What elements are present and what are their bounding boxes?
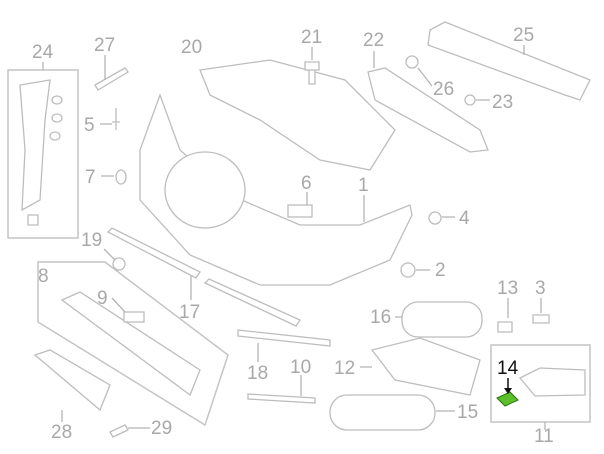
part-25-reinforcement [427, 21, 591, 101]
part-24-bracket [19, 79, 51, 212]
part-14-nut-highlighted[interactable] [496, 391, 519, 407]
label-21: 21 [301, 27, 322, 48]
part-20-undershield [199, 59, 396, 171]
part-11-lamp [518, 367, 586, 397]
part-21-bolt [304, 61, 320, 85]
label-26: 26 [433, 79, 454, 100]
label-5: 5 [84, 115, 95, 136]
part-10-strip [247, 393, 316, 404]
part-16-cover [401, 301, 483, 338]
label-27: 27 [94, 35, 115, 56]
label-10: 10 [290, 357, 311, 378]
part-5-clip [112, 108, 120, 130]
label-13: 13 [497, 278, 518, 299]
part-18-strip [237, 329, 331, 347]
part-19-clip [112, 257, 126, 271]
label-11: 11 [534, 426, 554, 447]
part-9-clip [123, 311, 145, 323]
label-29: 29 [151, 418, 172, 439]
part-13-bolt [497, 321, 513, 333]
part-29-screw [109, 424, 129, 438]
label-7: 7 [85, 167, 96, 188]
group-box-8 [37, 261, 229, 427]
part-8-grille [60, 291, 201, 397]
part-23-screw [464, 94, 476, 106]
part-2-clip [400, 262, 416, 278]
part-27-pin [94, 67, 129, 91]
group-box-11 [490, 344, 591, 423]
label-23: 23 [492, 92, 513, 113]
part-7-plug [115, 169, 127, 185]
label-19: 19 [81, 230, 102, 251]
part-17-strip-upper [106, 227, 201, 279]
part-4-screw [428, 211, 442, 225]
grille-opening [164, 151, 246, 229]
label-25: 25 [513, 25, 534, 46]
label-22: 22 [363, 30, 384, 51]
part-26-screw [405, 55, 419, 69]
part-17-strip-lower [203, 278, 301, 327]
label-24: 24 [32, 42, 54, 63]
label-2: 2 [435, 260, 446, 281]
label-15: 15 [457, 402, 478, 423]
part-6-cap [287, 204, 313, 218]
part-3-clip [532, 314, 550, 324]
part-22-bracket [367, 67, 489, 153]
label-1: 1 [358, 175, 369, 196]
label-9: 9 [97, 288, 108, 309]
label-4: 4 [459, 208, 470, 229]
label-6: 6 [301, 173, 312, 194]
label-20: 20 [181, 37, 202, 58]
label-12: 12 [334, 358, 355, 379]
label-28: 28 [51, 422, 72, 443]
label-3: 3 [535, 278, 546, 299]
part-15-bezel [329, 394, 436, 431]
part-28-panel [33, 349, 111, 412]
part-12-grille [370, 337, 481, 396]
label-16: 16 [370, 307, 391, 328]
label-18: 18 [247, 363, 268, 384]
label-8: 8 [38, 266, 49, 287]
label-14-highlighted: 14 [497, 358, 519, 379]
arrow-down-icon [504, 388, 512, 394]
label-17: 17 [179, 302, 200, 323]
